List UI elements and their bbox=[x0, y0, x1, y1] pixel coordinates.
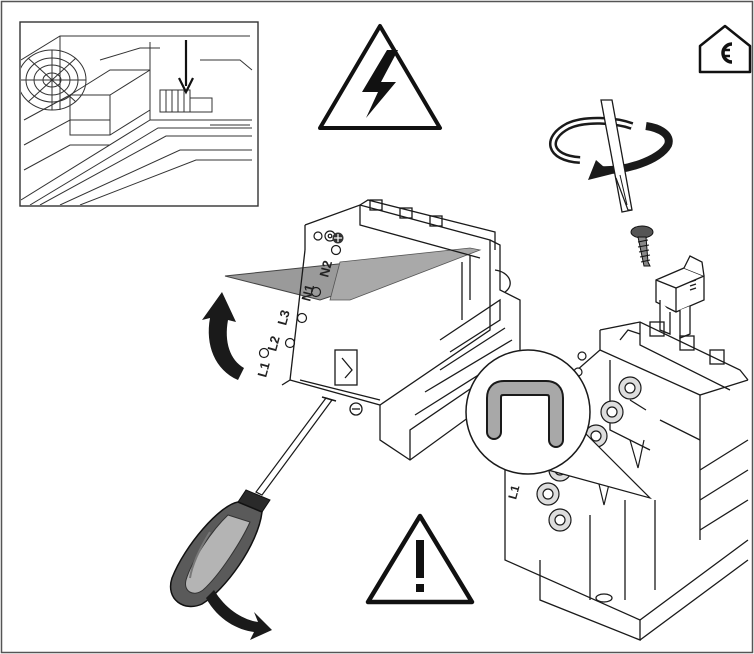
rotating-screwdriver-icon bbox=[549, 99, 673, 267]
screw-icon bbox=[630, 225, 654, 267]
terminal-label-l1-right: L1 bbox=[505, 483, 522, 500]
bridge-magnifier-callout bbox=[465, 349, 653, 500]
terminal-label-l3: L3 bbox=[274, 308, 292, 327]
ground-screw-icon bbox=[332, 232, 344, 244]
jumper-bridge-icon bbox=[486, 380, 564, 448]
lift-cover-arrow-icon bbox=[202, 292, 244, 380]
caution-warning-icon bbox=[365, 513, 475, 605]
terminal-label-l2: L2 bbox=[264, 334, 282, 353]
terminal-label-n1: N1 bbox=[298, 283, 317, 303]
inset-cooktop-view bbox=[19, 21, 259, 207]
flat-screwdriver-icon bbox=[169, 396, 337, 608]
terminal-housing-left: N2 N1 L3 L2 L1 bbox=[224, 199, 521, 461]
home-installation-icon bbox=[698, 24, 752, 74]
terminal-label-l1: L1 bbox=[254, 360, 272, 379]
high-voltage-warning-icon bbox=[318, 24, 442, 130]
down-arrow-icon bbox=[178, 40, 194, 95]
terminal-label-n2: N2 bbox=[316, 259, 335, 279]
clamp-bracket bbox=[655, 255, 705, 339]
pull-arrow-icon bbox=[206, 590, 272, 640]
cooling-fan-icon bbox=[21, 49, 87, 111]
